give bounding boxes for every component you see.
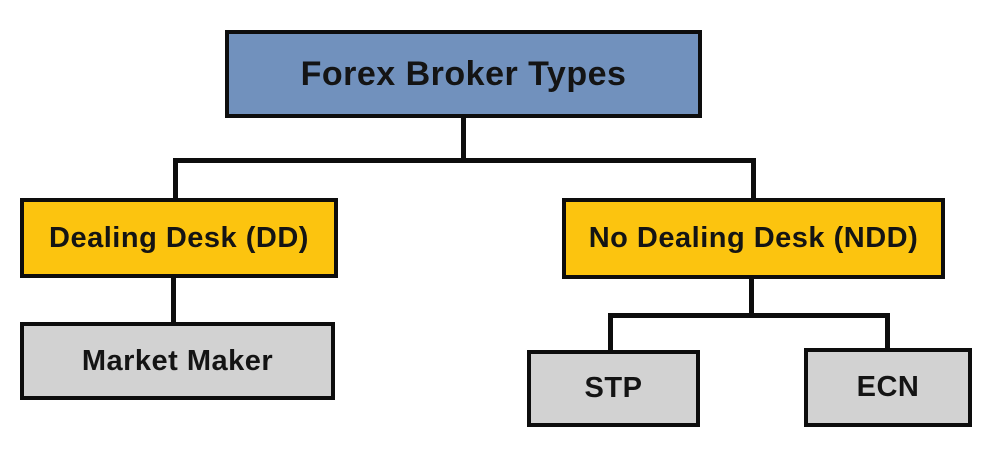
connector-stp-drop [608,313,613,352]
connector-root-stem [461,118,466,163]
connector-ndd-stem [749,277,754,316]
connector-ndd-drop [751,158,756,200]
connector-ecn-drop [885,313,890,350]
node-forex-broker-types: Forex Broker Types [225,30,702,118]
node-ecn: ECN [804,348,972,427]
node-market-maker-label: Market Maker [81,344,274,377]
connector-market-maker-drop [171,276,176,324]
node-dealing-desk-label: Dealing Desk (DD) [49,221,309,254]
node-no-dealing-desk-label: No Dealing Desk (NDD) [588,222,919,254]
node-market-maker: Market Maker [20,322,335,400]
node-no-dealing-desk: No Dealing Desk (NDD) [562,198,945,279]
node-ecn-label: ECN [856,371,920,403]
node-stp: STP [527,350,700,427]
node-forex-broker-types-label: Forex Broker Types [300,55,627,93]
connector-dd-drop [173,158,178,200]
node-stp-label: STP [584,372,643,404]
connector-level1-rail [173,158,756,163]
node-dealing-desk: Dealing Desk (DD) [20,198,338,278]
connector-level2-rail [608,313,890,318]
